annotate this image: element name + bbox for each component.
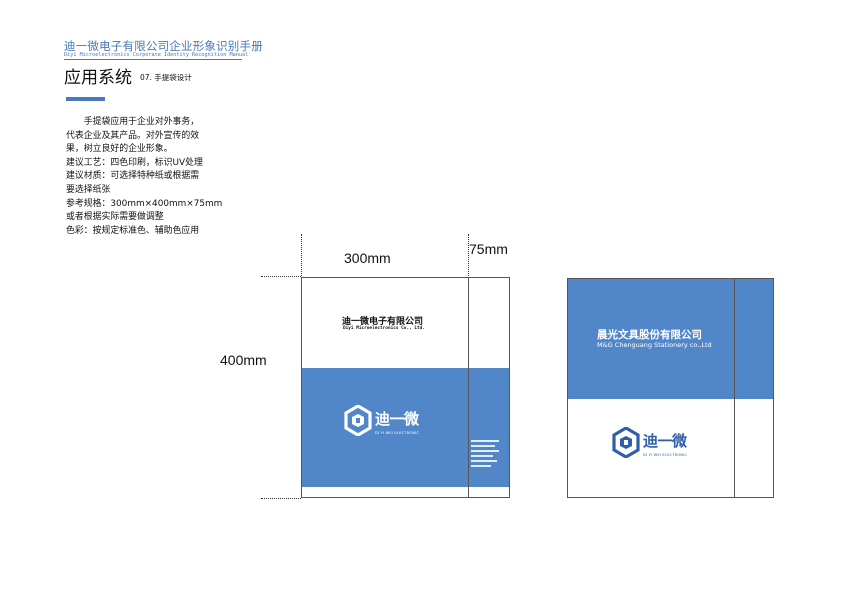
bag-company-name-en: Diyi Microelectronics Co., Ltd. [343,326,425,331]
sample-company-name-en: M&G Chenguang Stationery co.,Ltd [597,341,712,349]
bag-sample-side-fold [734,279,735,498]
diyi-logo-icon [344,405,372,436]
dimension-guide-middle [468,234,469,276]
bag-side-contact-info [471,440,501,470]
bag-front-blue-band [302,368,509,487]
description-line: 手提袋应用于企业对外事务， [83,117,200,127]
sample-company-name-cn: 晨光文具股份有限公司 [597,329,702,341]
width-label: 300mm [344,250,391,266]
section-subtitle: 07. 手提袋设计 [140,73,192,82]
description-line: 代表企业及其产品。对外宣传的效 [66,130,200,141]
description-text: 手提袋应用于企业对外事务， 代表企业及其产品。对外宣传的效 果，树立良好的企业形… [66,116,244,238]
description-line: 色彩：按规定标准色、辅助色应用 [66,225,200,236]
dimension-guide-left [301,234,302,276]
bag-logo-text-cn: 迪一微 [375,410,419,428]
sample-logo-text-en: DI YI WEI ELECTRONIC [643,453,688,457]
bag-side-fold [468,277,469,498]
depth-label: 75mm [469,241,508,257]
bag-logo-text-en: DI YI WEI ELECTRONIC [375,431,420,435]
dimension-guide-bottom [261,498,301,499]
diyi-logo-icon [612,427,640,458]
description-line: 果，树立良好的企业形象。 [66,144,173,155]
description-line: 要选择纸张 [66,184,111,195]
description-line: 或者根据实际需要做调整 [66,212,164,223]
section-accent-bar [66,97,105,101]
header-divider [64,59,242,60]
description-line: 建议工艺：四色印刷，标识UV处理 [66,157,203,168]
height-label: 400mm [220,352,267,368]
description-line: 建议材质：可选择特种纸或根据需 [66,171,200,182]
section-title: 应用系统 [64,68,132,88]
sample-logo-text-cn: 迪一微 [643,432,687,450]
description-line: 参考规格：300mm×400mm×75mm [66,198,223,209]
bag-sample-blue-band [568,279,773,399]
dimension-guide-top [261,276,301,277]
manual-title-en: Diyi Microelectronics Corporate Identity… [64,52,249,58]
bag-company-name-cn: 迪一微电子有限公司 [342,317,424,327]
manual-title-cn: 迪一微电子有限公司企业形象识别手册 [64,39,263,53]
